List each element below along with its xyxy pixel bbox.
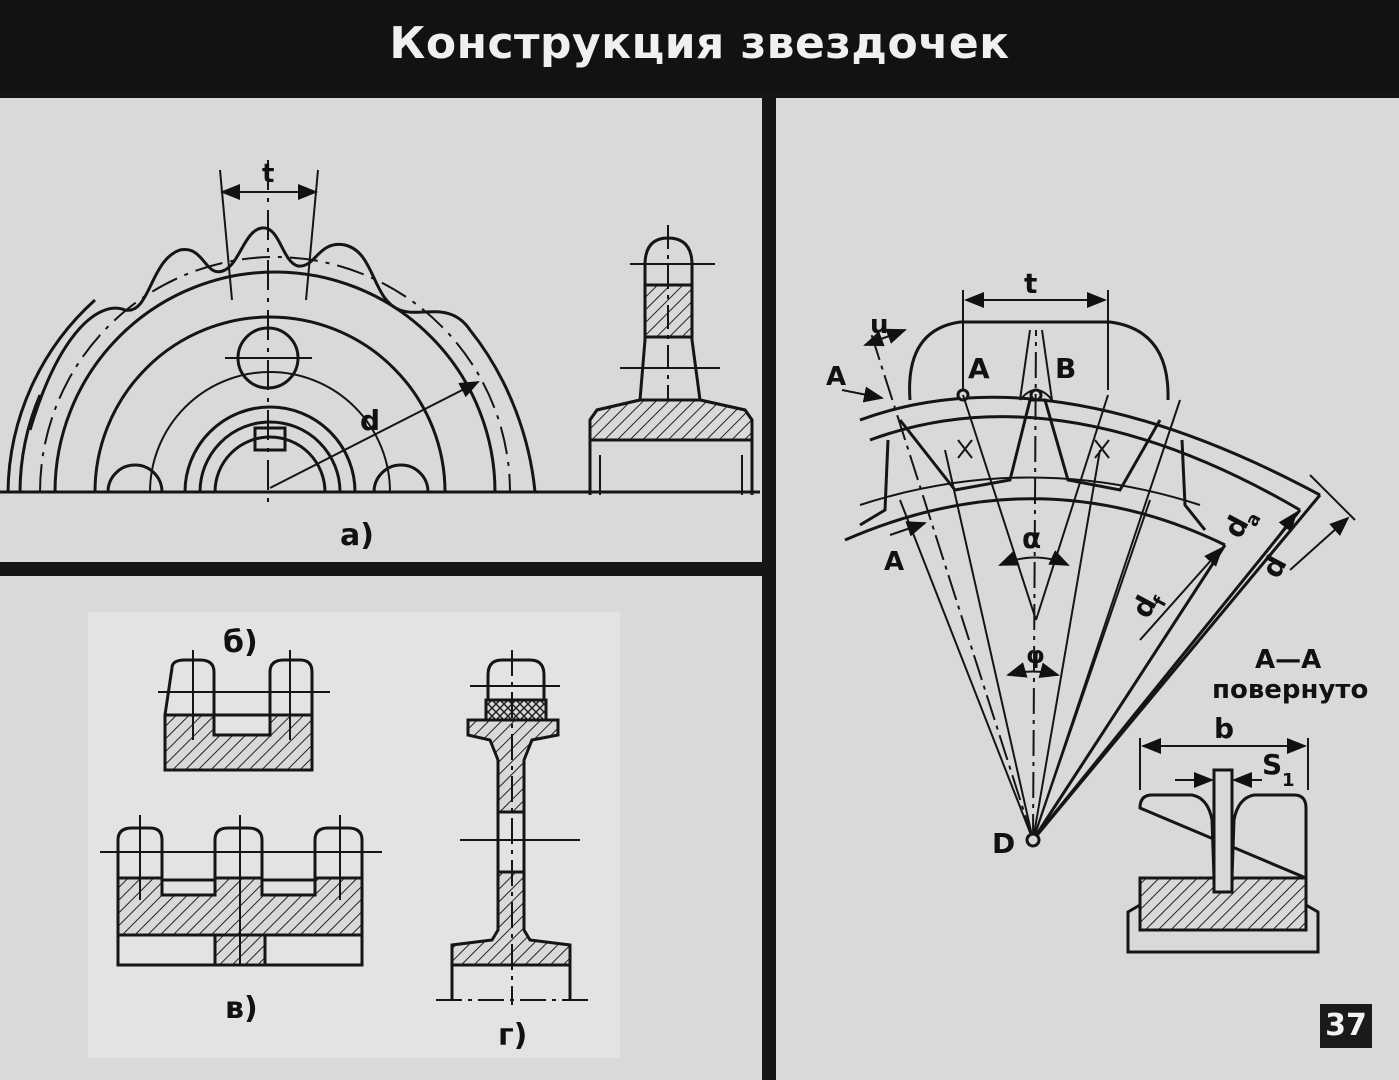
alpha-label: α	[1022, 522, 1041, 555]
pitch-label-a: t	[262, 159, 274, 189]
section-mark-bottom: A	[884, 547, 904, 577]
s1-label: S	[1262, 748, 1282, 781]
slide-title: Конструкция звездочек	[389, 18, 1010, 69]
section-mark-top: A	[826, 362, 846, 392]
panel-a-side-section	[588, 225, 754, 495]
da-label: d a	[1217, 510, 1266, 544]
caption-g: г)	[498, 1018, 527, 1053]
point-a-label: A	[968, 352, 990, 385]
d-label-profile: d	[1255, 550, 1294, 583]
panel-v-triple-row	[100, 815, 382, 967]
s1-sub: 1	[1282, 770, 1295, 791]
caption-b: б)	[223, 625, 258, 660]
tooth-profile-geometry	[841, 290, 1356, 848]
page-number-badge: 37	[1320, 1004, 1372, 1048]
section-aa-drawing	[1126, 738, 1320, 954]
panel-g-spoked-hub	[436, 650, 590, 1005]
title-bar	[0, 0, 1399, 92]
pitch-label-profile: t	[1024, 267, 1037, 300]
section-aa-subtitle: повернуто	[1212, 675, 1368, 705]
df-label: d f	[1125, 590, 1172, 623]
df-label-main: d	[1125, 590, 1164, 623]
diameter-label-a: d	[360, 404, 380, 437]
panel-a-sprocket	[0, 160, 760, 510]
panel-b-single-row	[158, 650, 330, 772]
panel-bvg-plate	[88, 612, 620, 1058]
caption-v: в)	[225, 991, 258, 1026]
width-label: b	[1214, 712, 1234, 745]
caption-a: а)	[340, 518, 374, 553]
point-d-label: D	[992, 827, 1015, 860]
point-b-label: B	[1055, 352, 1076, 385]
d-label-main: d	[1255, 550, 1294, 583]
phi-label: φ	[1026, 641, 1045, 669]
section-aa-title: А—А	[1255, 645, 1321, 675]
u-label: u	[870, 310, 889, 340]
panel-dividers	[0, 92, 1399, 1080]
